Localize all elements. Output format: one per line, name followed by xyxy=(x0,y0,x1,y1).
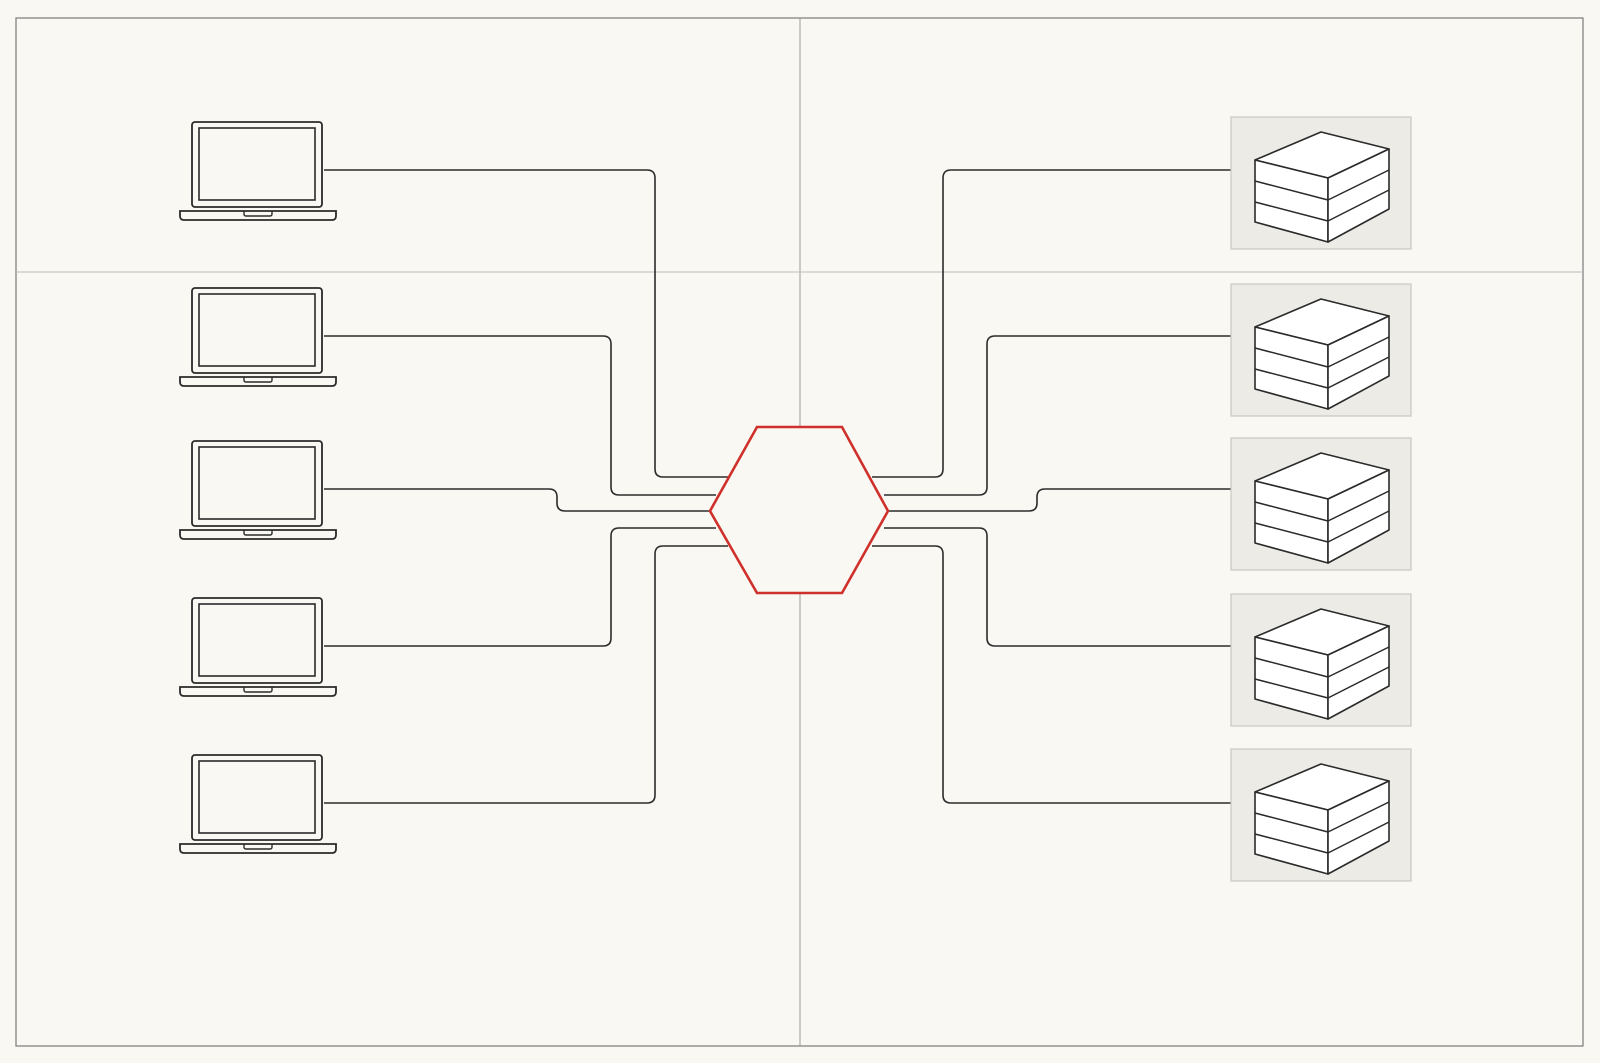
laptop-icon[interactable] xyxy=(179,597,337,697)
connector-lines xyxy=(324,169,1231,804)
laptop-icon[interactable] xyxy=(179,440,337,540)
connector-server-3 xyxy=(888,488,1231,512)
server-stack-icon[interactable] xyxy=(1230,748,1412,882)
hub-hexagon-icon[interactable] xyxy=(708,425,890,595)
connector-server-2 xyxy=(884,335,1231,496)
server-stack-icon[interactable] xyxy=(1230,283,1412,417)
connector-client-2 xyxy=(324,335,716,496)
laptop-icon[interactable] xyxy=(179,121,337,221)
laptop-icon[interactable] xyxy=(179,754,337,854)
connector-client-3 xyxy=(324,488,712,512)
connector-client-1 xyxy=(324,169,728,478)
connector-server-4 xyxy=(884,527,1231,647)
server-stack-icon[interactable] xyxy=(1230,593,1412,727)
server-stack-icon[interactable] xyxy=(1230,437,1412,571)
connector-server-5 xyxy=(872,545,1231,804)
server-column xyxy=(1230,116,1412,882)
connector-client-5 xyxy=(324,545,728,804)
laptop-icon[interactable] xyxy=(179,287,337,387)
client-column xyxy=(179,121,337,854)
server-stack-icon[interactable] xyxy=(1230,116,1412,250)
connector-server-1 xyxy=(872,169,1231,478)
connector-client-4 xyxy=(324,527,716,647)
